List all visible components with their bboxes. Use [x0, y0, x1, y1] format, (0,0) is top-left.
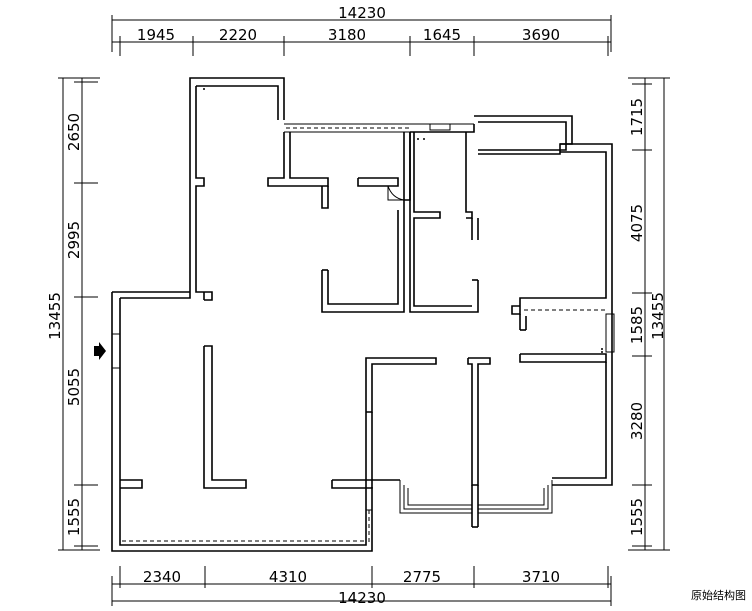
- right-dimension-5: 1555: [628, 498, 646, 536]
- right-dimension-4: 3280: [628, 402, 646, 440]
- exterior-walls: [111, 77, 615, 552]
- top-total-dimension: 14230: [338, 4, 386, 22]
- left-dimension-2: 2995: [65, 221, 83, 259]
- right-dimension-3: 1585: [628, 306, 646, 344]
- left-dimension-1: 2650: [65, 113, 83, 151]
- entrance-arrow-icon: [94, 342, 106, 360]
- left-dimension-lines: [58, 77, 100, 551]
- right-dimension-1: 1715: [628, 98, 646, 136]
- top-dimension-lines: [111, 15, 612, 56]
- bottom-dimension-3: 2775: [403, 568, 441, 586]
- top-dimension-2: 2220: [219, 26, 257, 44]
- left-dimension-4: 1555: [65, 498, 83, 536]
- top-dimension-4: 1645: [423, 26, 461, 44]
- kitchen-door-swing: [387, 185, 405, 201]
- left-dimension-3: 5055: [65, 368, 83, 406]
- top-dimension-3: 3180: [328, 26, 366, 44]
- right-total-dimension: 13455: [649, 292, 667, 340]
- bottom-dimension-4: 3710: [522, 568, 560, 586]
- bottom-dimension-lines: [111, 566, 612, 606]
- drawing-caption: 原始结构图: [691, 589, 746, 602]
- left-total-dimension: 13455: [46, 292, 64, 340]
- right-dimension-lines: [628, 77, 670, 551]
- right-dimension-2: 4075: [628, 204, 646, 242]
- top-dimension-5: 3690: [522, 26, 560, 44]
- drain-markers: [203, 88, 603, 353]
- top-dimension-1: 1945: [137, 26, 175, 44]
- bottom-balcony: [122, 509, 372, 545]
- bottom-dimension-2: 4310: [269, 568, 307, 586]
- bottom-total-dimension: 14230: [338, 589, 386, 607]
- bottom-dimension-1: 2340: [143, 568, 181, 586]
